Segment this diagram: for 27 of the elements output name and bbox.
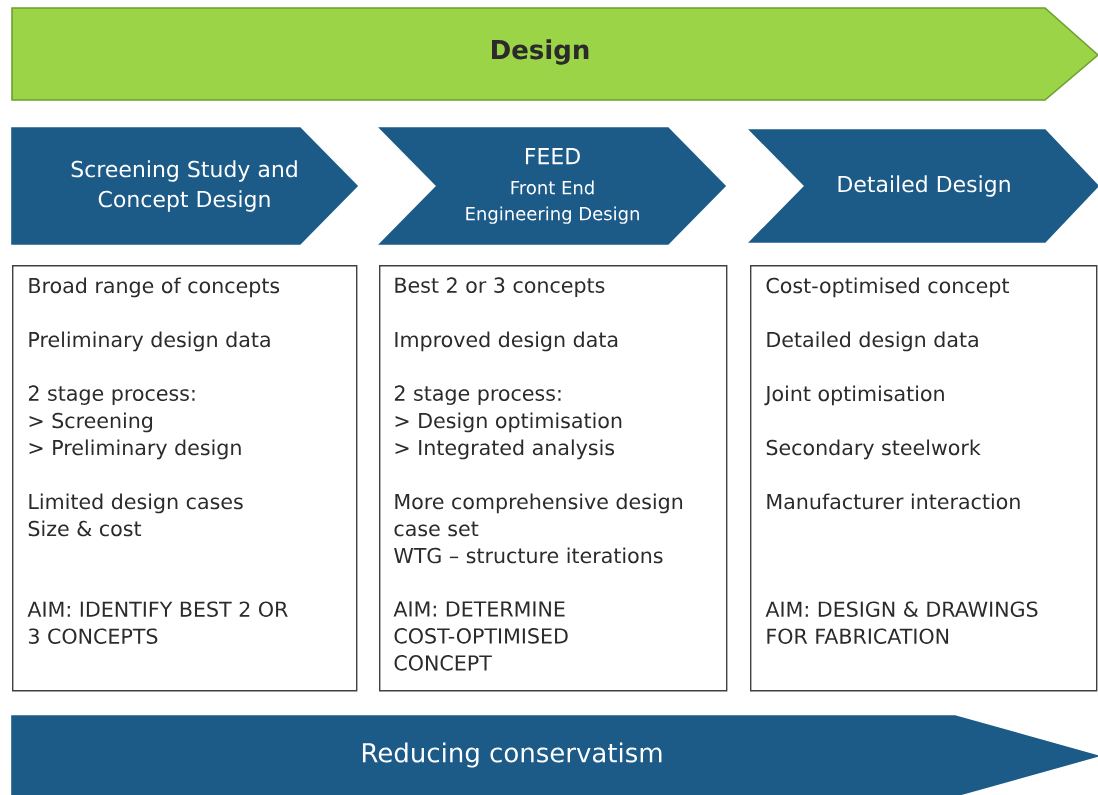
list-item: Improved design data (395, 331, 618, 352)
list-item: Size & cost (28, 520, 142, 537)
stage-banner: Screening Study and Concept Design (11, 127, 359, 245)
list-item: Detailed design data (767, 331, 978, 352)
list-item: Manufacturer interaction (767, 493, 1020, 510)
list-item: AIM: IDENTIFY BEST 2 OR 3 CONCEPTS (27, 601, 288, 644)
list-item: > Design optimisation (395, 412, 622, 433)
phase-banner: Design (11, 7, 1098, 101)
list-item: > Preliminary design (29, 439, 241, 460)
list-item: Best 2 or 3 concepts (395, 277, 605, 297)
list-item: 2 stage process: (28, 385, 195, 405)
list-item: WTG – structure iterations (394, 547, 663, 564)
list-item: > Integrated analysis (395, 439, 615, 460)
stage-banner: FEED Front End Engineering Design (378, 127, 727, 245)
list-item: Joint optimisation (764, 385, 944, 406)
list-item: AIM: DESIGN & DRAWINGS FOR FABRICATION (765, 601, 1038, 644)
list-item: Preliminary design data (29, 331, 270, 352)
list-item: AIM: DETERMINE COST-OPTIMISED CONCEPT (393, 601, 568, 671)
stage-banner: Detailed Design (748, 129, 1098, 243)
list-item: Secondary steelwork (766, 439, 981, 460)
list-item: Limited design cases (29, 493, 243, 514)
phase-banner: Reducing conservatism (11, 715, 1098, 795)
list-item: Cost-optimised concept (766, 277, 1009, 298)
list-item: > Screening (29, 412, 152, 433)
list-item: More comprehensive design case set (394, 493, 683, 537)
list-item: 2 stage process: (394, 385, 561, 405)
list-item: Broad range of concepts (29, 277, 280, 298)
